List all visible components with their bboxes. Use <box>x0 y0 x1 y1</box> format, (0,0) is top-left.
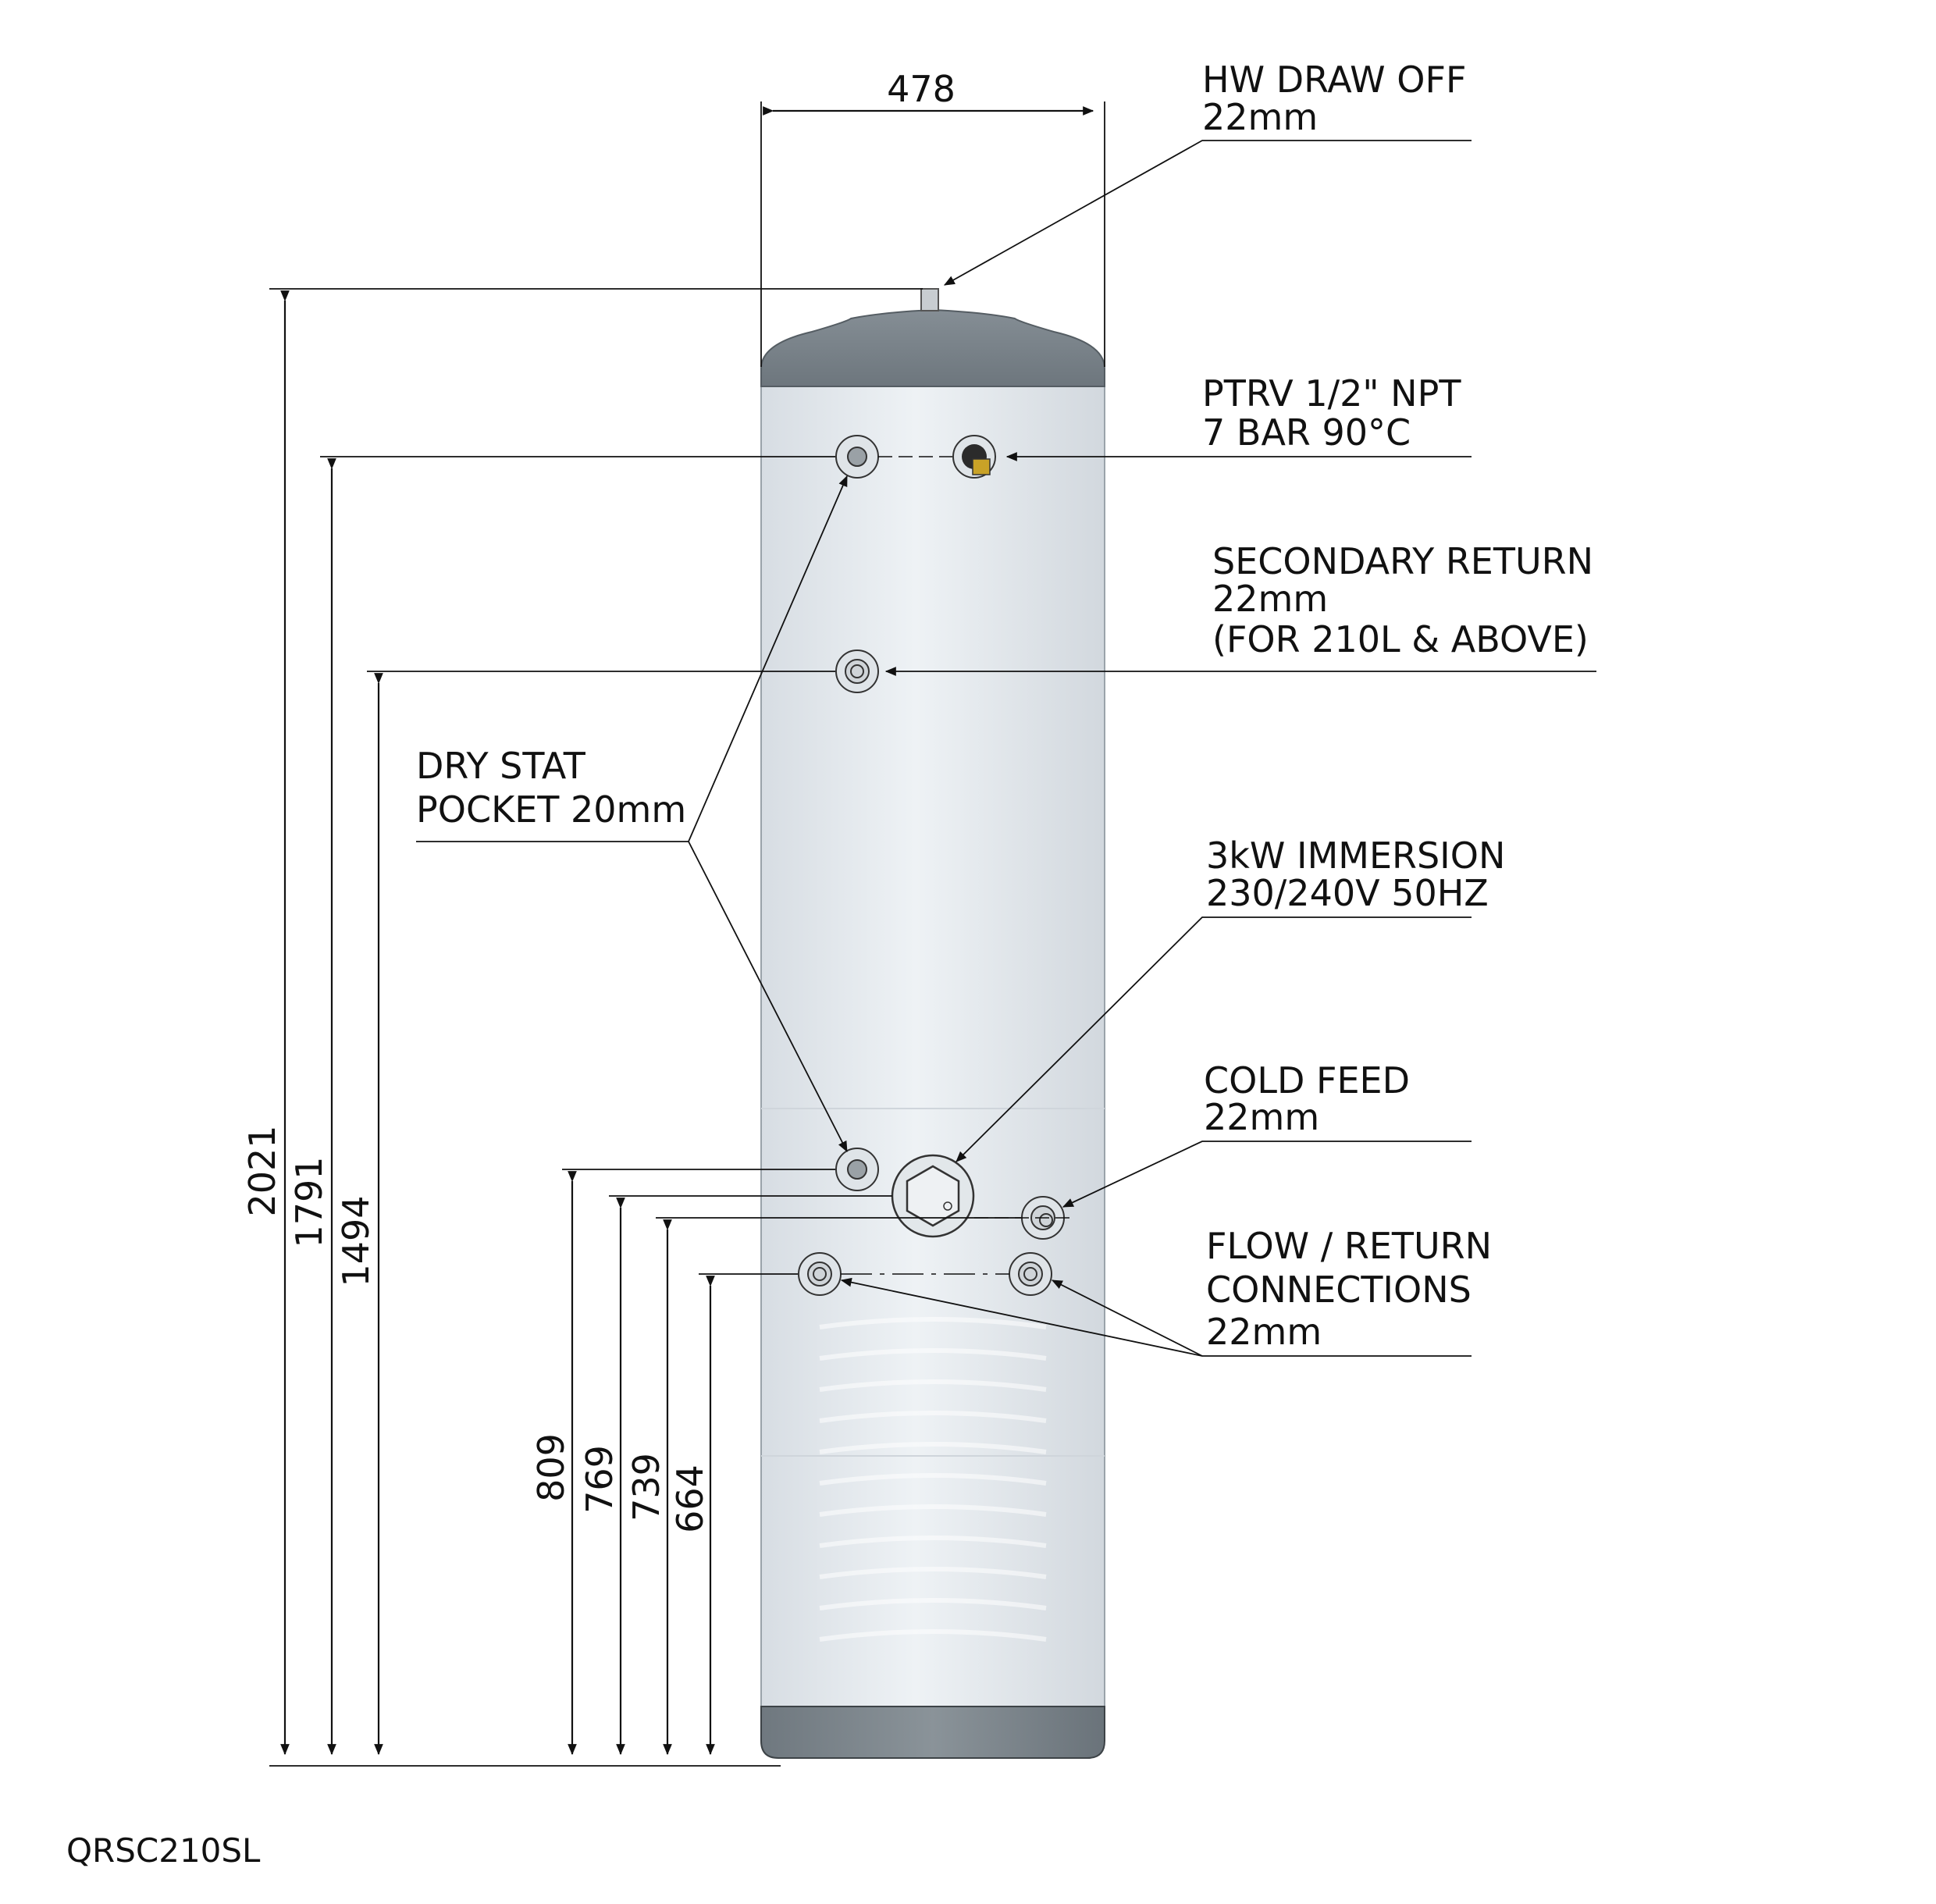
label-cold-feed-line1: COLD FEED <box>1204 1059 1410 1101</box>
label-dry-stat-line2: POCKET 20mm <box>416 788 686 831</box>
cylinder <box>760 288 1105 1759</box>
callout-ptrv: PTRV 1/2" NPT 7 BAR 90°C <box>1005 372 1472 461</box>
flow-connection-icon <box>798 1252 842 1296</box>
width-dimension: 478 <box>760 68 1105 367</box>
label-flow-return-line1: FLOW / RETURN <box>1206 1225 1492 1267</box>
ptrv-valve-icon <box>952 435 996 479</box>
immersion-boss-icon <box>891 1154 975 1238</box>
callout-hw-draw-off: HW DRAW OFF 22mm <box>943 59 1472 286</box>
label-dry-stat-line1: DRY STAT <box>416 745 586 787</box>
label-ptrv-line2: 7 BAR 90°C <box>1202 411 1411 454</box>
label-secondary-return-line2: 22mm <box>1212 578 1328 620</box>
label-hw-draw-off-line1: HW DRAW OFF <box>1202 59 1466 101</box>
dim-secondary-return-height: 1494 <box>335 1195 377 1287</box>
callout-dry-stat: DRY STAT POCKET 20mm <box>416 475 848 1153</box>
callout-secondary-return: SECONDARY RETURN 22mm (FOR 210L & ABOVE) <box>884 540 1596 676</box>
callout-immersion: 3kW IMMERSION 230/240V 50HZ <box>956 835 1505 1162</box>
label-flow-return-line3: 22mm <box>1206 1311 1322 1353</box>
label-secondary-return-line1: SECONDARY RETURN <box>1212 540 1593 582</box>
label-flow-return-line2: CONNECTIONS <box>1206 1269 1472 1311</box>
label-cold-feed-line2: 22mm <box>1204 1096 1319 1138</box>
label-immersion-line1: 3kW IMMERSION <box>1206 835 1505 877</box>
dry-stat-pocket-lower-icon <box>835 1148 879 1191</box>
dim-cold-feed-height: 739 <box>625 1453 667 1521</box>
secondary-return-fitting-icon <box>835 649 879 693</box>
dim-overall-height: 2021 <box>241 1125 283 1216</box>
dim-immersion-height: 769 <box>578 1445 621 1514</box>
label-ptrv-line1: PTRV 1/2" NPT <box>1202 372 1461 415</box>
heating-coil <box>819 1317 1047 1642</box>
cylinder-body <box>760 382 1105 1710</box>
label-hw-draw-off-line2: 22mm <box>1202 96 1318 138</box>
model-number: QRSC210SL <box>66 1831 261 1870</box>
dim-flow-return-height: 664 <box>669 1464 711 1533</box>
callout-cold-feed: COLD FEED 22mm <box>1062 1059 1472 1208</box>
cold-feed-fitting-icon <box>1021 1196 1065 1240</box>
dim-dry-stat-height: 809 <box>530 1433 572 1502</box>
return-connection-icon <box>1009 1252 1052 1296</box>
hw-draw-off-pipe <box>920 288 939 311</box>
dim-ptrv-height: 1791 <box>288 1156 330 1247</box>
top-cap <box>760 308 1105 387</box>
base-cap <box>760 1706 1105 1759</box>
callout-flow-return: FLOW / RETURN CONNECTIONS 22mm <box>840 1225 1492 1357</box>
height-dimensions: 2021 1791 1494 809 769 739 664 <box>241 288 1069 1767</box>
label-secondary-return-line3: (FOR 210L & ABOVE) <box>1212 618 1589 660</box>
label-immersion-line2: 230/240V 50HZ <box>1206 872 1489 914</box>
width-value: 478 <box>887 68 956 110</box>
dry-stat-pocket-upper-icon <box>835 435 879 479</box>
